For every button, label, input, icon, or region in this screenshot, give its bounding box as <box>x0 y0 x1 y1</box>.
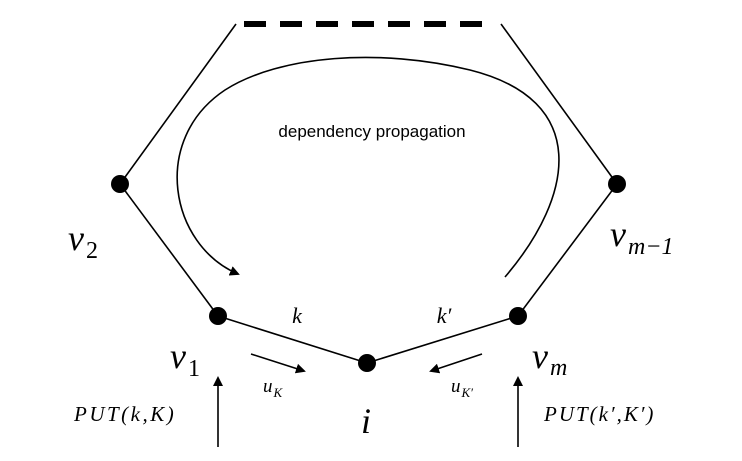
message-label-left: uK <box>263 376 284 400</box>
edge-v2-v1 <box>119 183 219 317</box>
label-i: i <box>361 401 371 441</box>
node-vm <box>509 307 527 325</box>
edge-v1-i <box>217 315 368 364</box>
node-v1 <box>209 307 227 325</box>
message-arrow-right <box>429 353 483 374</box>
label-vm: vm <box>532 336 567 381</box>
label-vm1: vm−1 <box>610 214 674 260</box>
edge-vm-i <box>366 315 519 364</box>
edge-v2-to-top <box>119 23 237 185</box>
node-v2 <box>111 175 129 193</box>
label-v1: v1 <box>170 336 200 382</box>
dependency-propagation-label: dependency propagation <box>278 122 465 141</box>
put-label-left: PUT(k,K) <box>73 402 176 426</box>
put-label-right: PUT(k′,K′) <box>543 402 655 426</box>
edge-label-k: k <box>292 303 303 328</box>
dependency-propagation-arrow <box>176 56 560 278</box>
edge-vm1-vm <box>517 183 618 317</box>
node-i <box>358 354 376 372</box>
label-v2: v2 <box>68 218 98 264</box>
node-vm1 <box>608 175 626 193</box>
edge-vm1-to-top <box>500 23 618 185</box>
edge-label-k-prime: k′ <box>437 303 453 328</box>
message-label-right: uK′ <box>451 376 473 400</box>
message-arrow-left <box>250 353 306 374</box>
